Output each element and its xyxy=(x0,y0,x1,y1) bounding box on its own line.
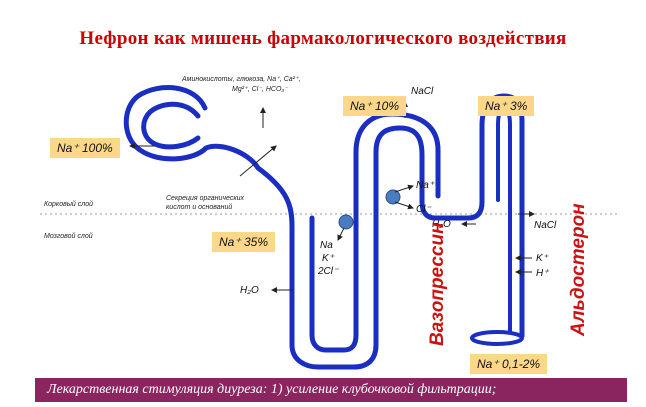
arrow-na-pump xyxy=(395,186,413,192)
medulla-label: Мозговой слой xyxy=(44,233,93,241)
badge-na-35: Na⁺ 35% xyxy=(212,232,275,252)
arrow-loop-transport xyxy=(338,228,344,240)
h-plus-label: H⁺ xyxy=(536,268,549,280)
nacl-collect-label: NaCl xyxy=(534,220,556,232)
cl-pump-label: Cl⁻ xyxy=(416,204,431,216)
loop-2cl-label: 2Cl⁻ xyxy=(318,266,338,278)
arrow-secretion xyxy=(240,146,276,176)
arrow-cl-pump xyxy=(395,202,413,208)
transporter-pump-lower xyxy=(339,215,353,229)
reabsorbed-substances-line1: Аминокислоты, глюкоза, Na⁺, Ca²⁺, xyxy=(182,76,301,84)
badge-na-10: Na⁺ 10% xyxy=(343,96,406,116)
badge-na-3: Na⁺ 3% xyxy=(478,96,534,116)
badge-na-final: Na⁺ 0,1-2% xyxy=(470,354,547,374)
footer-bar: Лекарственная стимуляция диуреза: 1) уси… xyxy=(35,378,627,402)
aldosterone-label: Альдостерон xyxy=(568,203,590,336)
cortex-label: Корковый слой xyxy=(44,201,93,209)
collecting-duct-inner xyxy=(498,110,510,336)
loop-k-label: K⁺ xyxy=(322,253,334,265)
secretion-note-line1: Секреция органических xyxy=(166,195,244,203)
vasopressin-label: Вазопрессин xyxy=(427,222,449,346)
h2o-loop-label: H₂O xyxy=(240,285,259,297)
nephron-tubule xyxy=(126,88,522,367)
na-pump-label: Na⁺ xyxy=(416,180,434,192)
badge-na-100: Na⁺ 100% xyxy=(50,138,120,158)
transporter-pump-upper xyxy=(386,190,400,204)
k-plus-label: K⁺ xyxy=(536,253,548,265)
collecting-duct-outlet xyxy=(472,332,522,344)
secretion-note-line2: кислот и оснований xyxy=(166,204,232,212)
reabsorbed-substances-line2: Mg²⁺, Cl⁻, HCO₃⁻ xyxy=(232,86,288,94)
nacl-top-label: NaCl xyxy=(411,86,433,98)
bowman-capsule-inner xyxy=(144,104,198,147)
loop-na-label: Na xyxy=(320,240,333,252)
